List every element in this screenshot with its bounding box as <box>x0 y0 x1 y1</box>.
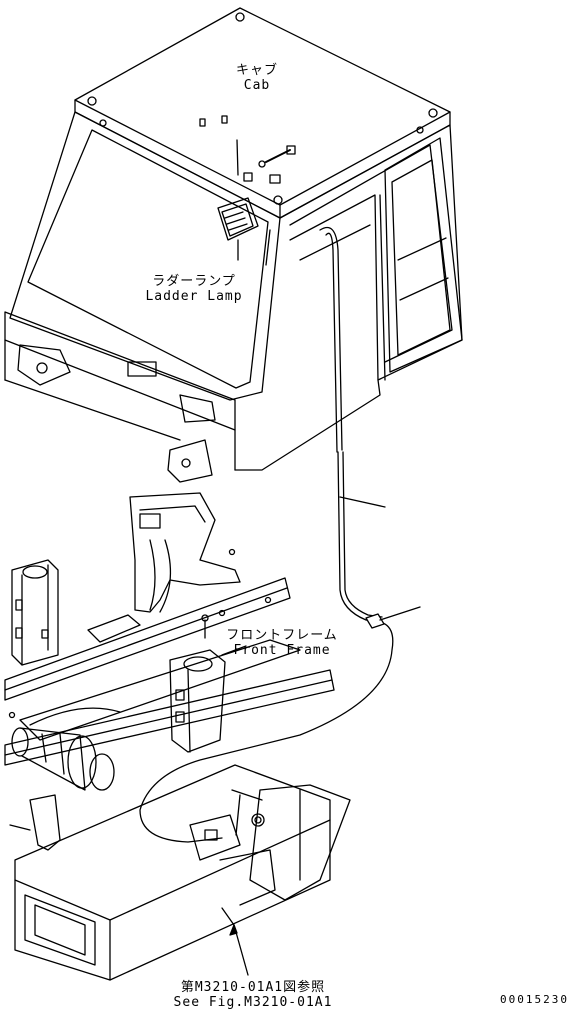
cab-label-en: Cab <box>243 78 271 93</box>
ladder-lamp-label-en: Ladder Lamp <box>145 289 243 304</box>
ladder-lamp-label: ラダーランプ Ladder Lamp <box>138 274 250 304</box>
harness-drawing <box>139 451 421 843</box>
front-frame-label-jp: フロントフレーム <box>226 628 338 643</box>
cab-drawing <box>4 7 463 483</box>
ladder-lamp-label-jp: ラダーランプ <box>152 274 236 289</box>
front-frame-drawing <box>4 492 335 791</box>
cab-label-jp: キャブ <box>235 63 278 78</box>
lower-frame-drawing <box>9 764 351 981</box>
starter-motor-drawing <box>11 727 115 791</box>
front-frame-label: フロントフレーム Front Frame <box>222 628 342 658</box>
cab-label: キャブ Cab <box>222 63 292 93</box>
ladder-lamp-drawing <box>217 197 259 261</box>
reference-label-jp: 第M3210-01A1図参照 <box>180 980 326 995</box>
reference-label-en: See Fig.M3210-01A1 <box>173 995 333 1010</box>
reference-label: 第M3210-01A1図参照 See Fig.M3210-01A1 <box>158 980 348 1010</box>
drawing-code: 00015230 <box>500 993 569 1006</box>
front-frame-label-en: Front Frame <box>233 643 331 658</box>
